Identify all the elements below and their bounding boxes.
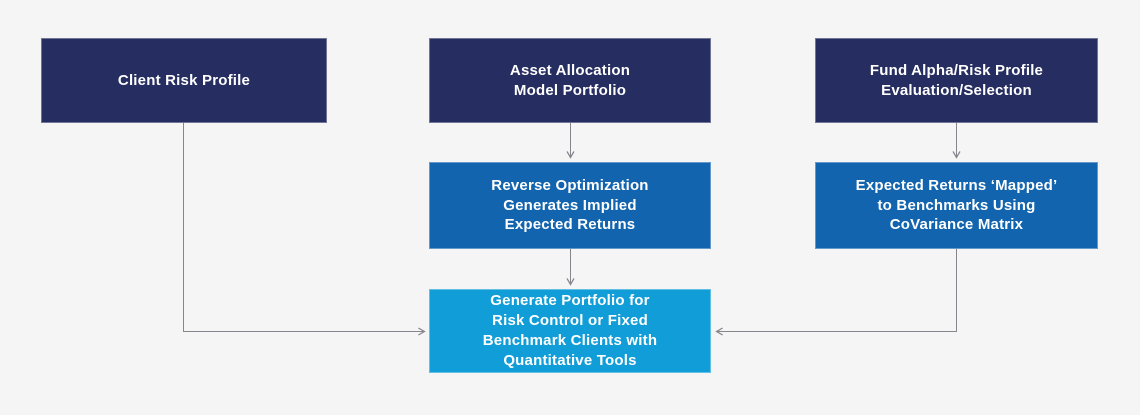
- node-reverse-optimization: Reverse Optimization Generates Implied E…: [429, 162, 711, 249]
- node-expected-returns-mapped: Expected Returns ‘Mapped’ to Benchmarks …: [815, 162, 1098, 249]
- node-generate-portfolio: Generate Portfolio for Risk Control or F…: [429, 289, 711, 373]
- node-asset-allocation-model-portfolio: Asset Allocation Model Portfolio: [429, 38, 711, 123]
- edge-client-to-generate: [183, 123, 426, 336]
- node-label: Fund Alpha/Risk Profile Evaluation/Selec…: [869, 61, 1044, 99]
- node-label: Asset Allocation Model Portfolio: [509, 61, 631, 99]
- node-label: Expected Returns ‘Mapped’ to Benchmarks …: [855, 176, 1058, 234]
- node-client-risk-profile: Client Risk Profile: [41, 38, 327, 123]
- edge-expected-to-generate: [715, 249, 957, 336]
- node-label: Generate Portfolio for Risk Control or F…: [482, 292, 658, 369]
- node-label: Reverse Optimization Generates Implied E…: [491, 176, 649, 234]
- node-fund-alpha-risk-profile: Fund Alpha/Risk Profile Evaluation/Selec…: [815, 38, 1098, 123]
- node-label: Client Risk Profile: [117, 71, 251, 89]
